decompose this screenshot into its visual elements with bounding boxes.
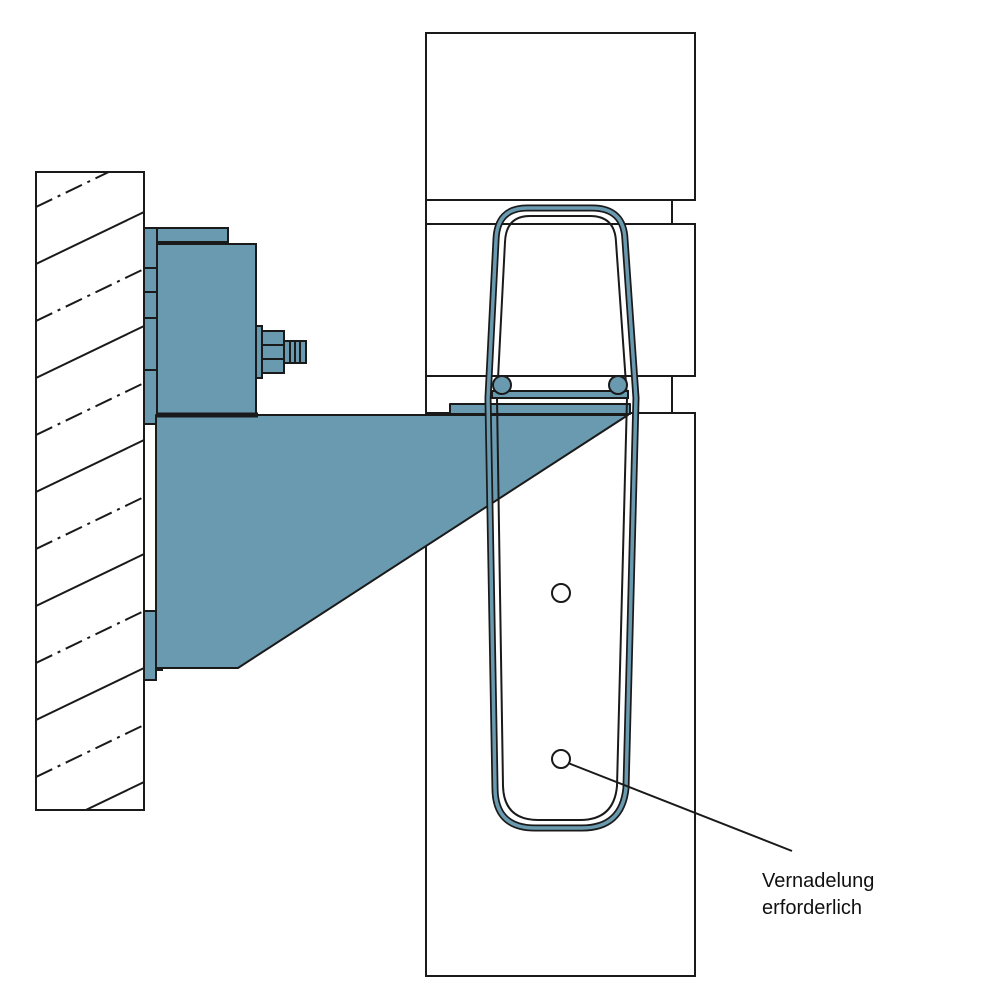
wire-tie	[484, 204, 640, 832]
anchor-bolt	[255, 325, 307, 379]
rod-left	[492, 375, 512, 395]
retaining-rods	[491, 375, 629, 399]
bolt-nut	[261, 330, 285, 374]
joint-upper	[425, 199, 673, 225]
hatch-line-dashdot	[36, 839, 144, 891]
hatch-line-solid	[36, 439, 144, 493]
annotation-line-1: Vernadelung	[762, 870, 875, 892]
pin-hole-upper	[551, 583, 571, 603]
hatch-line-solid	[36, 325, 144, 379]
brick-middle	[425, 223, 696, 377]
wall-body	[35, 171, 145, 811]
console-bracket	[155, 403, 631, 669]
hatch-line-solid	[36, 211, 144, 265]
anchor-block	[156, 243, 257, 417]
tie-loop-inner	[486, 206, 638, 830]
hatch-line-solid	[36, 667, 144, 721]
annotation-line-2: erforderlich	[762, 897, 863, 919]
lower-wall-plate	[143, 610, 157, 681]
hatch-line-dashdot	[36, 610, 144, 664]
mounting-plates	[143, 227, 257, 681]
hatch-line-dashdot	[36, 382, 144, 436]
support-plate	[449, 403, 631, 415]
hatch-line-solid	[36, 553, 144, 607]
wall-hatching	[36, 98, 144, 891]
pin-hole-lower	[551, 749, 571, 769]
pin-holes	[551, 583, 571, 769]
wall-plate-strip	[143, 227, 158, 425]
tie-bar	[491, 390, 629, 399]
hatch-line-solid	[83, 781, 144, 810]
hatch-line-dashdot	[36, 724, 144, 778]
annotation-leader	[567, 762, 793, 852]
hatch-line-dashdot	[36, 172, 111, 208]
hatch-line-solid	[36, 98, 144, 150]
rod-right	[608, 375, 628, 395]
tie-loop-inner-line	[495, 215, 629, 821]
hatch-line-dashdot	[36, 268, 144, 322]
concrete-wall	[35, 98, 145, 891]
annotation-text: Vernadelung erforderlich	[762, 868, 874, 922]
brick-top	[425, 32, 696, 201]
hatch-line-dashdot	[36, 496, 144, 550]
